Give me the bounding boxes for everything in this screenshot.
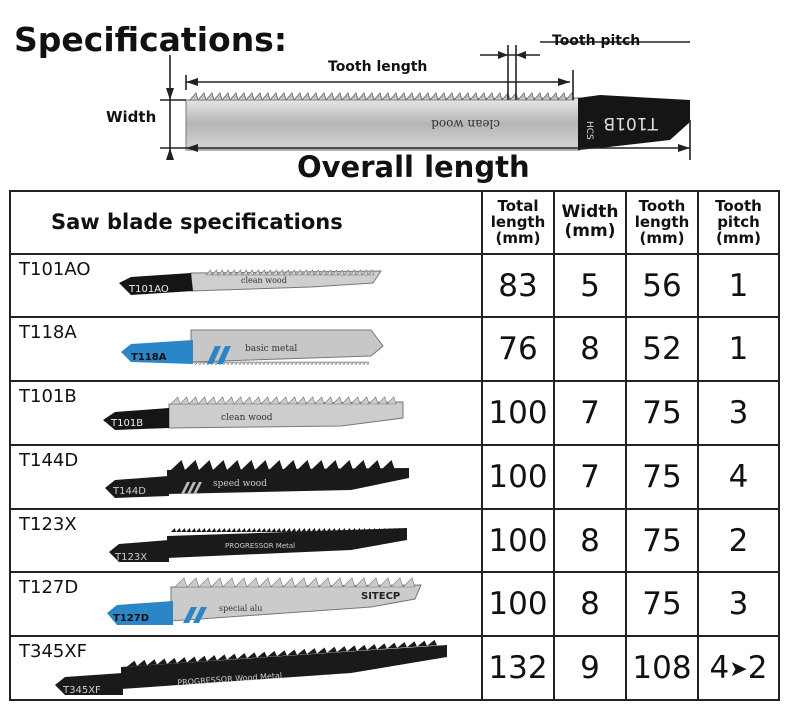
svg-text:special alu: special alu xyxy=(219,604,262,613)
tooth-length-label: Tooth length xyxy=(328,59,428,75)
table-row: T101AO T101AO clean wood 83 5 56 1 xyxy=(9,252,780,319)
svg-text:speed wood: speed wood xyxy=(213,479,267,489)
total-length-value: 76 xyxy=(481,316,555,383)
table-row: T127D T127D special alu SITECP 100 8 75 … xyxy=(9,571,780,638)
tooth-pitch-label: Tooth pitch xyxy=(552,33,641,49)
blade-model-name: T118A xyxy=(19,322,77,344)
blade-image-t118a: T118A basic metal xyxy=(121,329,384,366)
total-length-value: 100 xyxy=(481,507,555,574)
blade-image-t101b: T101B clean wood xyxy=(103,396,404,431)
tooth-pitch-value: 4 xyxy=(697,443,780,510)
tooth-length-value: 52 xyxy=(625,316,699,383)
blade-model-name: T345XF xyxy=(19,641,88,663)
blade-cell: T345XF T345XF PROGRESSOR Wood Metal xyxy=(9,635,483,701)
table-row: T101B T101B clean wood 100 7 75 3 xyxy=(9,380,780,446)
width-value: 5 xyxy=(553,252,627,319)
blade-cell: T123X T123X PROGRESSOR Metal xyxy=(9,507,483,574)
tooth-pitch-value: 1 xyxy=(697,252,780,319)
diagram-blade-body xyxy=(185,97,581,151)
svg-text:T144D: T144D xyxy=(112,486,146,497)
blade-dimension-diagram: T101B HCS clean wood xyxy=(160,41,691,160)
tooth-pitch-value: 4➤2 xyxy=(697,635,780,701)
svg-text:basic metal: basic metal xyxy=(245,344,297,354)
width-value: 8 xyxy=(553,507,627,574)
header-width: Width(mm) xyxy=(553,190,627,255)
tooth-length-value: 56 xyxy=(625,252,699,319)
svg-text:T345XF: T345XF xyxy=(62,685,101,696)
table-row: T123X T123X PROGRESSOR Metal 100 8 75 2 xyxy=(9,507,780,574)
table-row: T345XF T345XF PROGRESSOR Wood Metal 132 … xyxy=(9,635,780,701)
svg-text:T123X: T123X xyxy=(114,552,147,563)
total-length-value: 83 xyxy=(481,252,555,319)
diagram-blade-print: clean wood xyxy=(431,117,500,131)
table-row: T118A T118A basic metal 76 8 52 1 xyxy=(9,316,780,383)
tooth-length-value: 108 xyxy=(625,635,699,701)
width-value: 7 xyxy=(553,380,627,446)
tooth-pitch-value: 2 xyxy=(697,507,780,574)
diagram-shank-model: T101B xyxy=(604,113,660,133)
svg-text:clean wood: clean wood xyxy=(221,413,273,423)
blade-image-t144d: T144D speed wood xyxy=(105,459,409,498)
tooth-pitch-value: 1 xyxy=(697,316,780,383)
blade-model-name: T123X xyxy=(19,513,77,535)
svg-text:clean wood: clean wood xyxy=(241,276,287,285)
tooth-length-value: 75 xyxy=(625,380,699,446)
table-row: T144D T144D speed wood 100 7 75 4 xyxy=(9,443,780,510)
diagram-blade-shank xyxy=(578,95,690,150)
blade-cell: T144D T144D speed wood xyxy=(9,443,483,510)
page-title: Specifications: xyxy=(14,20,288,59)
blade-cell: T118A T118A basic metal xyxy=(9,316,483,383)
blade-cell: T101AO T101AO clean wood xyxy=(9,252,483,319)
width-value: 9 xyxy=(553,635,627,701)
width-value: 7 xyxy=(553,443,627,510)
blade-image-t101ao: T101AO clean wood xyxy=(119,269,382,295)
svg-text:T101AO: T101AO xyxy=(128,284,169,295)
width-value: 8 xyxy=(553,316,627,383)
blade-cell: T127D T127D special alu SITECP xyxy=(9,571,483,638)
blade-cell: T101B T101B clean wood xyxy=(9,380,483,446)
tooth-length-value: 75 xyxy=(625,507,699,574)
blade-image-t127d: T127D special alu SITECP xyxy=(107,577,422,626)
blade-image-t345xf: T345XF PROGRESSOR Wood Metal xyxy=(55,640,447,696)
total-length-value: 100 xyxy=(481,380,555,446)
arrow-right-icon: ➤ xyxy=(729,657,748,683)
blade-model-name: T127D xyxy=(19,577,79,599)
tooth-pitch-value: 3 xyxy=(697,571,780,638)
overall-length-label: Overall length xyxy=(297,150,530,184)
blade-model-name: T144D xyxy=(19,449,79,471)
diagram-shank-mark: HCS xyxy=(584,121,594,140)
tooth-length-value: 75 xyxy=(625,443,699,510)
svg-text:PROGRESSOR Metal: PROGRESSOR Metal xyxy=(225,542,295,550)
table-title: Saw blade specifications xyxy=(9,190,483,255)
svg-text:T127D: T127D xyxy=(113,613,149,624)
svg-text:SITECP: SITECP xyxy=(361,591,400,602)
total-length-value: 100 xyxy=(481,571,555,638)
svg-text:T118A: T118A xyxy=(131,352,167,363)
diagram-blade-teeth xyxy=(189,92,575,101)
blade-model-name: T101AO xyxy=(19,258,91,280)
total-length-value: 132 xyxy=(481,635,555,701)
blade-model-name: T101B xyxy=(19,386,77,408)
tooth-pitch-value: 3 xyxy=(697,380,780,446)
total-length-value: 100 xyxy=(481,443,555,510)
width-value: 8 xyxy=(553,571,627,638)
blade-image-t123x: T123X PROGRESSOR Metal xyxy=(109,527,407,563)
svg-text:T101B: T101B xyxy=(110,418,143,429)
width-label: Width xyxy=(106,108,157,126)
tooth-length-value: 75 xyxy=(625,571,699,638)
